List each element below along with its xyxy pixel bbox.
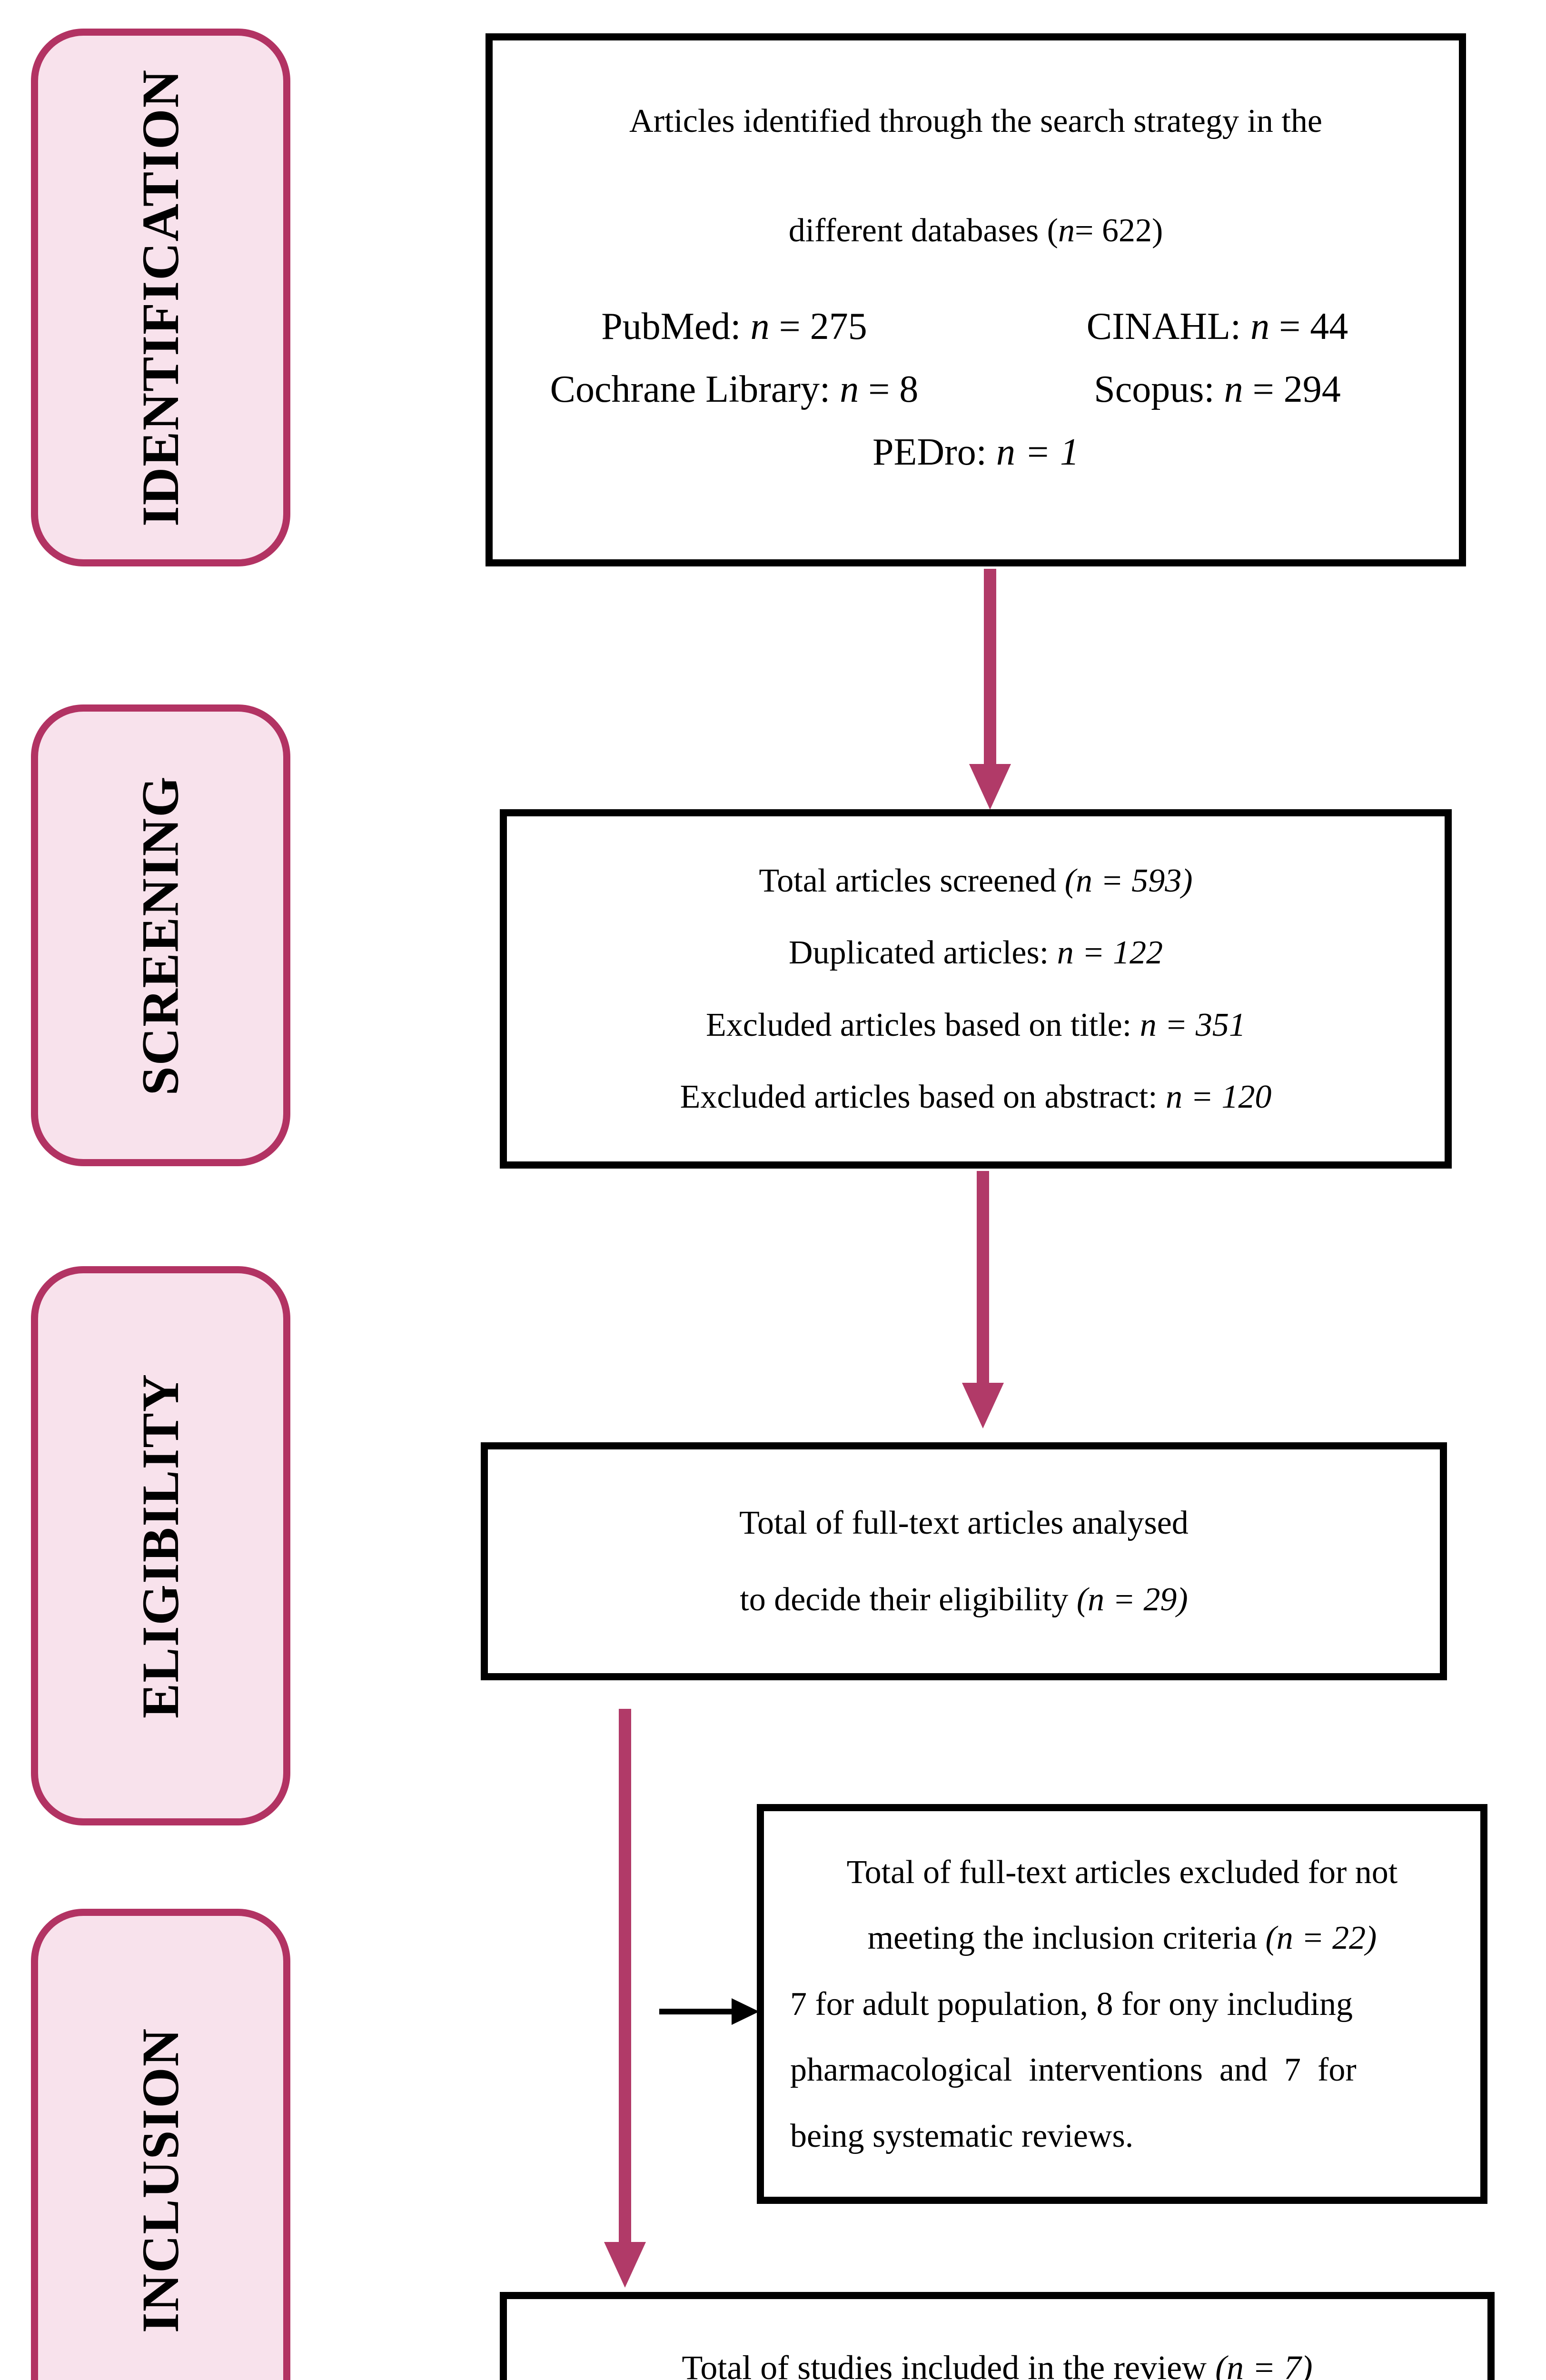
excluded-box: Total of full-text articles excluded for… [757, 1804, 1487, 2204]
db-count-cochrane: Cochrane Library: n = 8 [550, 368, 919, 410]
screening-line-excluded-abstract: Excluded articles based on abstract: n =… [680, 1078, 1272, 1115]
screening-line-excluded-title: Excluded articles based on title: n = 35… [706, 1006, 1246, 1043]
arrow-head-down-icon [969, 764, 1011, 810]
stage-box-eligibility: ELIGIBILITY [31, 1266, 290, 1825]
excluded-line3: 7 for adult population, 8 for ony includ… [790, 1985, 1353, 2023]
included-line: Total of studies included in the review … [682, 2349, 1313, 2380]
excluded-line4: pharmacological interventions and 7 for [790, 2052, 1357, 2088]
arrow-head-down-icon [604, 2242, 646, 2288]
screening-line-total: Total articles screened (n = 593) [759, 863, 1193, 900]
identification-box: Articles identified through the search s… [486, 33, 1466, 566]
stage-box-inclusion: INCLUSION [31, 1909, 290, 2380]
db-count-pedro: PEDro: n = 1 [872, 431, 1079, 473]
arrow-stem [984, 569, 996, 765]
eligibility-box: Total of full-text articles analysed to … [481, 1442, 1447, 1680]
stage-label-eligibility: ELIGIBILITY [131, 1373, 190, 1719]
included-box: Total of studies included in the review … [500, 2292, 1495, 2380]
identification-title-line2: different databases (n= 622) [788, 212, 1163, 249]
database-counts: PubMed: n = 275 CINAHL: n = 44 Cochrane … [493, 295, 1459, 421]
arrow-stem [977, 1171, 989, 1384]
stage-box-identification: IDENTIFICATION [31, 29, 290, 566]
eligibility-line1: Total of full-text articles analysed [739, 1505, 1189, 1542]
arrow-stem [659, 2009, 732, 2014]
excluded-line5: being systematic reviews. [790, 2117, 1134, 2154]
arrow-head-down-icon [962, 1383, 1004, 1428]
db-count-scopus: Scopus: n = 294 [1094, 368, 1341, 410]
arrow-head-right-icon [732, 1998, 759, 2025]
excluded-line1: Total of full-text articles excluded for… [846, 1854, 1398, 1891]
stage-label-inclusion: INCLUSION [131, 2027, 190, 2333]
screening-box: Total articles screened (n = 593) Duplic… [500, 809, 1452, 1169]
identification-title-line1: Articles identified through the search s… [629, 103, 1322, 139]
eligibility-line2: to decide their eligibility (n = 29) [740, 1581, 1188, 1618]
stage-box-screening: SCREENING [31, 704, 290, 1166]
identification-title: Articles identified through the search s… [493, 67, 1459, 286]
stage-label-identification: IDENTIFICATION [131, 69, 189, 526]
screening-line-duplicated: Duplicated articles: n = 122 [789, 934, 1163, 972]
arrow-stem [619, 1709, 631, 2243]
excluded-line2: meeting the inclusion criteria (n = 22) [867, 1920, 1377, 1956]
db-count-cinahl: CINAHL: n = 44 [1086, 306, 1348, 347]
stage-label-screening: SCREENING [131, 775, 190, 1096]
db-count-pubmed: PubMed: n = 275 [601, 306, 867, 347]
